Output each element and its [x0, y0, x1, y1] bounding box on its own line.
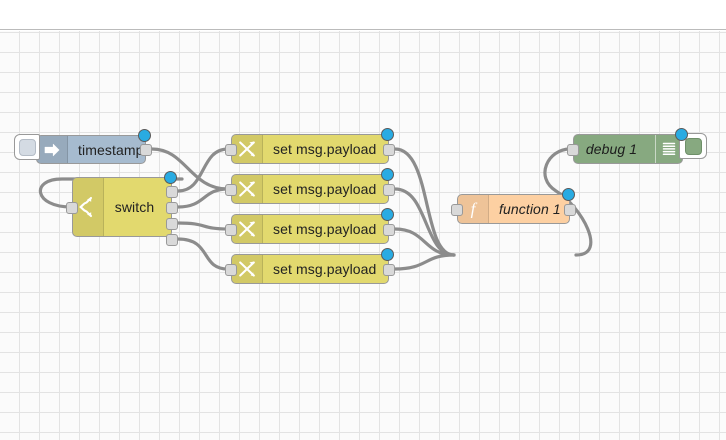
wire-change4-to-function: [393, 253, 456, 271]
port-in-change-4[interactable]: [225, 264, 237, 276]
swap-icon: [232, 175, 263, 203]
node-label-function: function 1: [499, 201, 561, 217]
debug-lines-icon: [655, 135, 682, 163]
port-out-switch-2[interactable]: [166, 218, 178, 230]
port-in-change-2[interactable]: [225, 184, 237, 196]
status-dot-change-1: [381, 128, 394, 141]
port-out-switch-0[interactable]: [166, 186, 178, 198]
flow-canvas[interactable]: timestamp switch: [0, 31, 726, 440]
port-out-switch-3[interactable]: [166, 234, 178, 246]
port-in-switch[interactable]: [66, 202, 78, 214]
arrow-right-icon: [37, 136, 68, 163]
wire-switch-out3-to-change4: [176, 237, 230, 271]
node-label-change-3: set msg.payload: [273, 221, 377, 237]
node-label-change-2: set msg.payload: [273, 181, 377, 197]
wire-switch-out2-to-change3: [176, 221, 230, 231]
inject-trigger-button[interactable]: [14, 134, 40, 160]
node-inject-timestamp[interactable]: timestamp: [14, 129, 152, 164]
switch-icon: [73, 178, 104, 236]
node-function-1[interactable]: f function 1: [451, 188, 576, 224]
swap-icon: [232, 215, 263, 243]
debug-button-face: [684, 137, 702, 155]
wire-change3-to-function: [393, 227, 456, 257]
node-change-1[interactable]: set msg.payload: [225, 128, 395, 164]
status-dot-change-2: [381, 168, 394, 181]
port-out-change-3[interactable]: [383, 224, 395, 236]
wire-change1-to-function: [393, 147, 456, 257]
editor-header-strip: [0, 0, 726, 30]
svg-text:f: f: [471, 200, 478, 219]
function-f-icon: f: [458, 195, 489, 223]
port-out-inject[interactable]: [140, 144, 152, 156]
status-dot-change-4: [381, 248, 394, 261]
swap-icon: [232, 135, 263, 163]
port-in-debug[interactable]: [567, 144, 579, 156]
wire-change2-to-function: [393, 187, 456, 257]
port-in-function[interactable]: [451, 204, 463, 216]
node-label-debug: debug 1: [585, 141, 638, 157]
swap-icon: [232, 255, 263, 283]
port-in-change-1[interactable]: [225, 144, 237, 156]
port-out-change-4[interactable]: [383, 264, 395, 276]
node-change-3[interactable]: set msg.payload: [225, 208, 395, 244]
node-switch[interactable]: switch: [66, 171, 178, 246]
port-out-change-1[interactable]: [383, 144, 395, 156]
inject-button-face: [18, 138, 36, 156]
node-change-4[interactable]: set msg.payload: [225, 248, 395, 284]
status-dot-debug: [675, 128, 688, 141]
node-debug-1[interactable]: debug 1: [567, 128, 707, 164]
status-dot-inject: [138, 129, 151, 142]
wire-switch-out1-to-change2: [176, 187, 230, 209]
node-label-change-4: set msg.payload: [273, 261, 377, 277]
status-dot-function: [562, 188, 575, 201]
port-out-function[interactable]: [564, 204, 576, 216]
node-label-change-1: set msg.payload: [273, 141, 377, 157]
node-label-switch: switch: [114, 199, 155, 215]
status-dot-switch: [164, 171, 177, 184]
node-change-2[interactable]: set msg.payload: [225, 168, 395, 204]
port-out-change-2[interactable]: [383, 184, 395, 196]
node-label-inject: timestamp: [78, 141, 144, 158]
status-dot-change-3: [381, 208, 394, 221]
wire-switch-out0-to-change1: [176, 147, 230, 193]
port-in-change-3[interactable]: [225, 224, 237, 236]
port-out-switch-1[interactable]: [166, 202, 178, 214]
